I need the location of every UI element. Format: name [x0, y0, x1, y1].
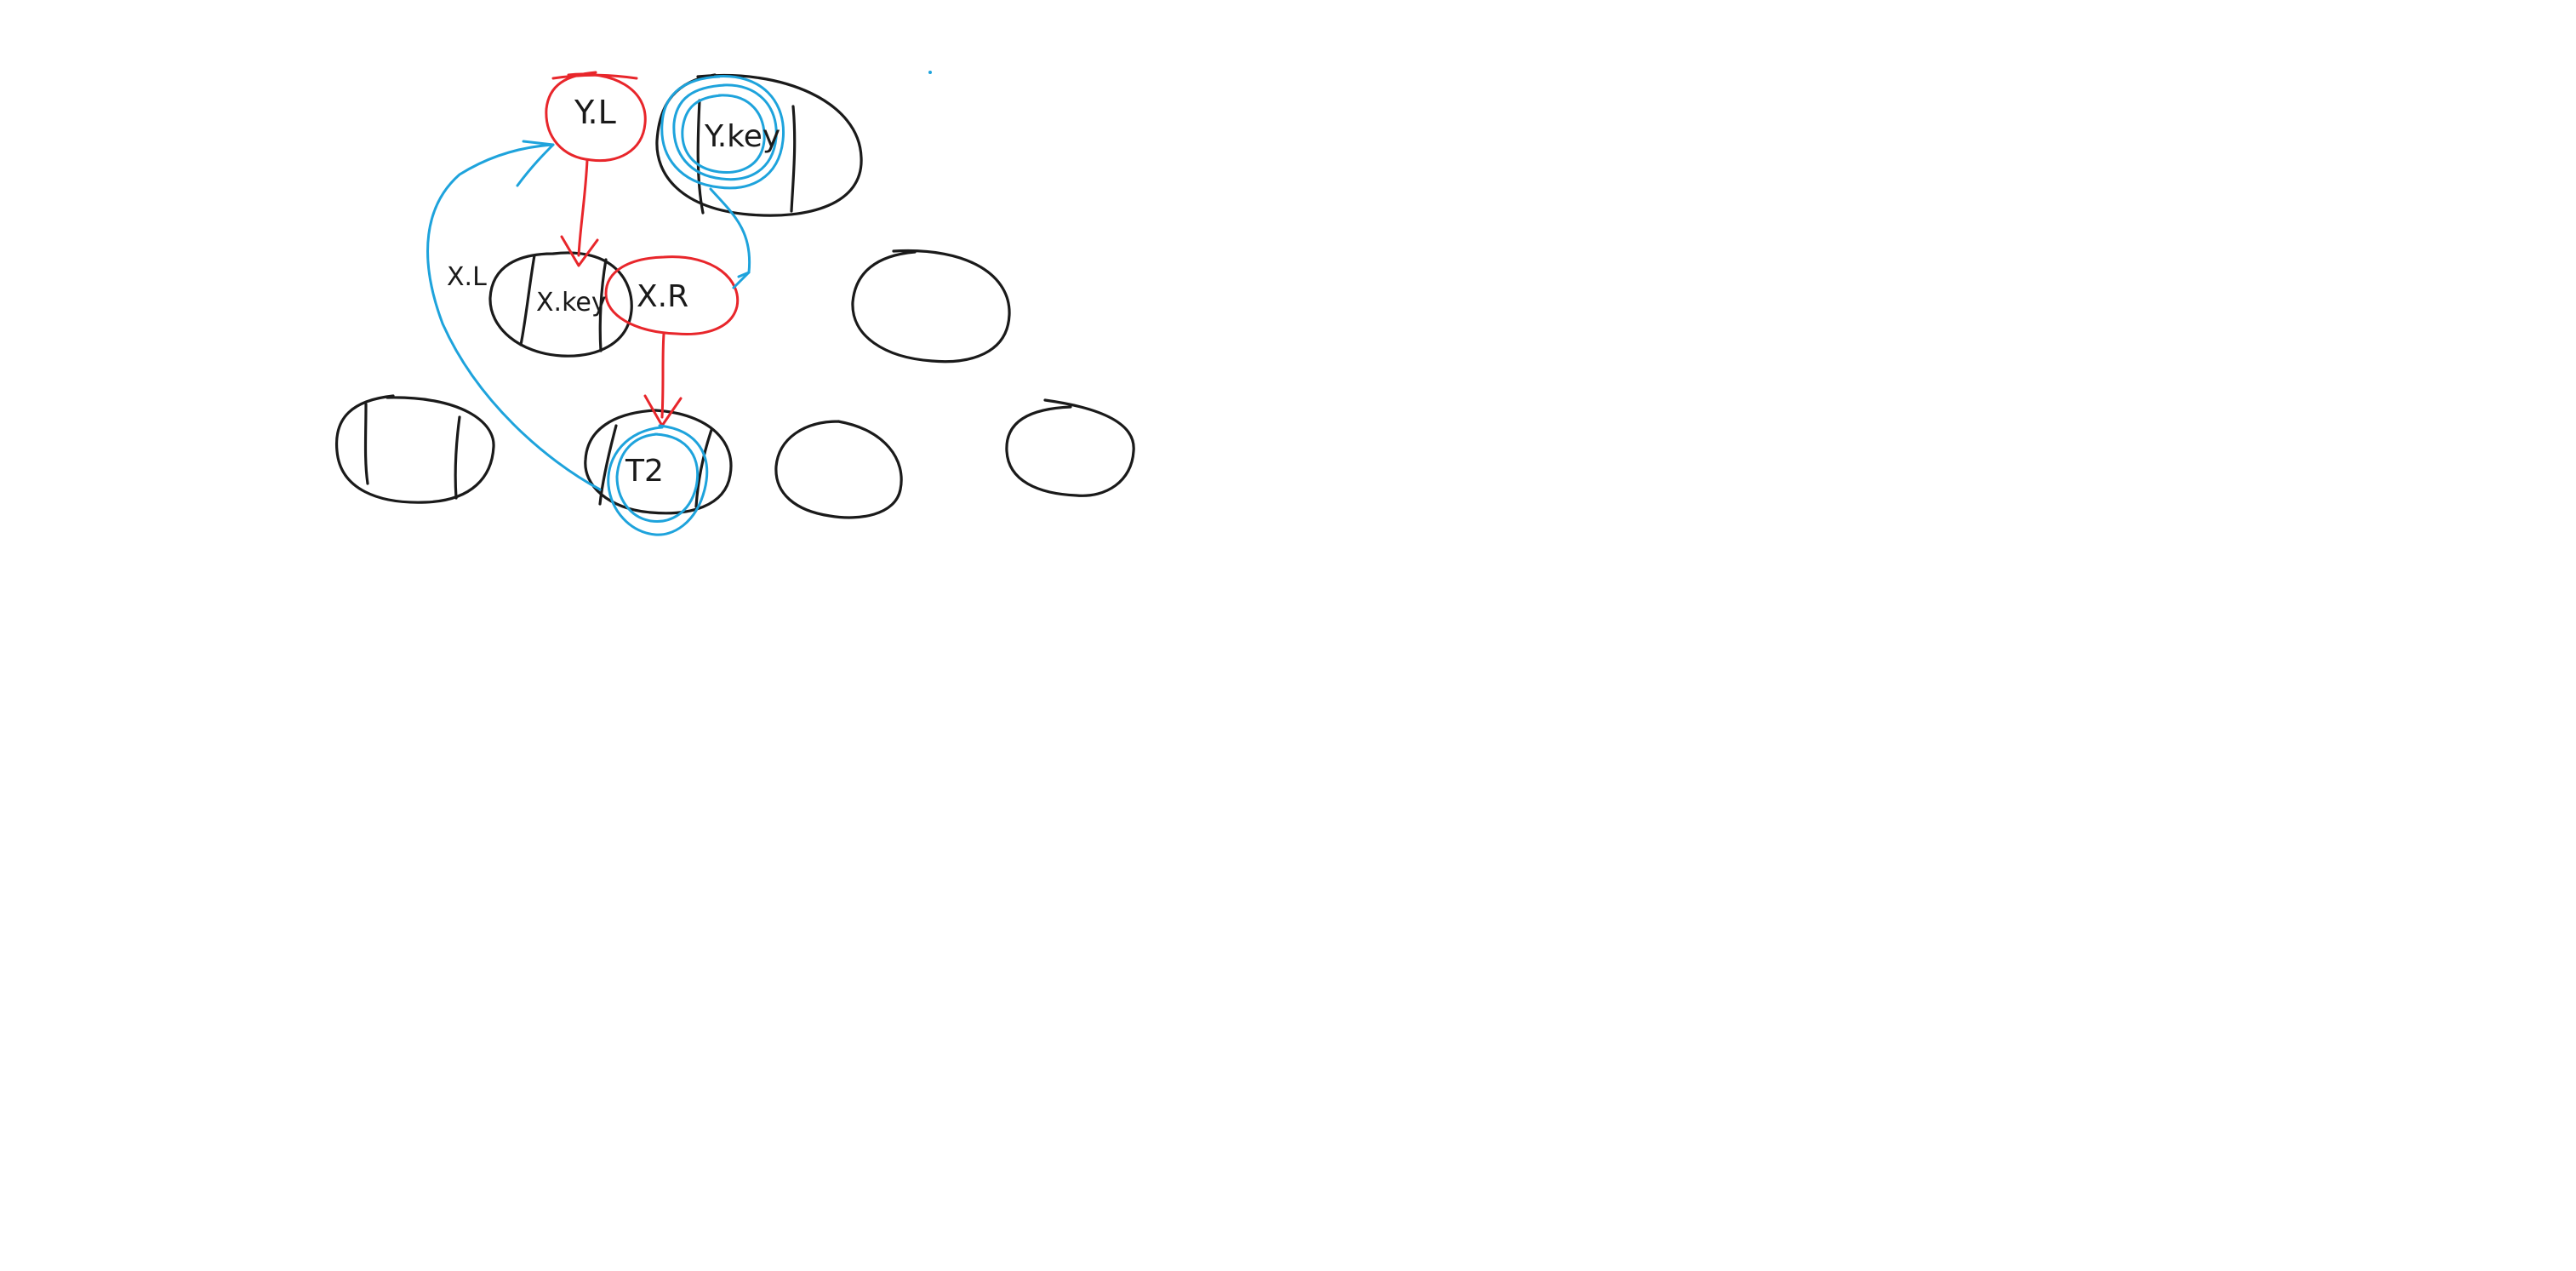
node-y-root: [655, 73, 863, 217]
node-bottom-4: [1005, 398, 1135, 497]
label-y-left: Y.L: [574, 94, 616, 131]
label-x-right: X.R: [637, 279, 688, 314]
label-x-left: X.L: [447, 262, 487, 292]
blue-arrow-ykey-to-xr: [709, 187, 751, 278]
red-circle-x-right: [604, 255, 740, 336]
red-circle-y-left: [545, 71, 647, 163]
red-stroke-y-left-top: [551, 73, 638, 80]
blue-circle-y-key-3: [681, 94, 766, 175]
red-arrow-x-to-t2: [660, 332, 665, 419]
blue-ink-dot: [928, 71, 932, 74]
node-middle-right: [851, 249, 1011, 364]
blue-circle-y-key-1: [660, 75, 785, 190]
node-x: [488, 251, 633, 358]
blue-arc-t2-to-yl: [426, 143, 602, 491]
blue-arrowhead-xr: [732, 271, 751, 289]
blue-circle-y-key-2: [672, 83, 778, 181]
blue-circle-t2-1: [607, 424, 709, 536]
blue-arrowhead-yl: [516, 140, 555, 187]
label-x-key: X.key: [536, 288, 607, 318]
node-bottom-t2: [584, 409, 733, 515]
node-bottom-3: [774, 420, 903, 519]
label-t2: T2: [625, 454, 664, 489]
red-arrow-y-to-x: [577, 158, 589, 257]
blue-circle-t2-2: [615, 432, 700, 523]
label-y-key: Y.key: [704, 119, 780, 154]
node-bottom-1: [334, 394, 495, 504]
red-arrowhead-x: [560, 235, 599, 267]
